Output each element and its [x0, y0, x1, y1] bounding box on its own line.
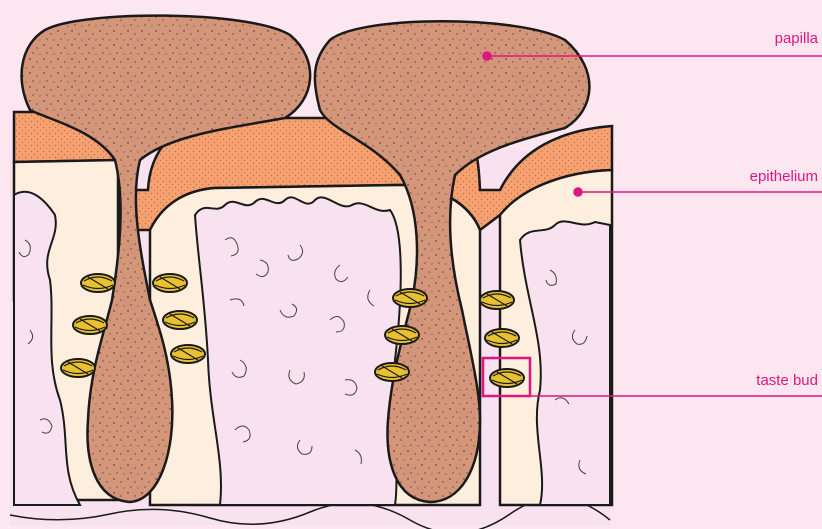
taste-bud [81, 274, 115, 292]
taste-bud [61, 359, 95, 377]
taste-bud [385, 326, 419, 344]
taste-bud [171, 345, 205, 363]
label-taste-bud: taste bud [756, 372, 818, 389]
taste-bud [490, 369, 524, 387]
taste-bud [480, 291, 514, 309]
label-papilla: papilla [775, 30, 818, 47]
taste-bud [375, 363, 409, 381]
taste-bud [393, 289, 427, 307]
tissue-island-center [195, 197, 401, 505]
taste-bud [153, 274, 187, 292]
taste-bud [485, 329, 519, 347]
taste-bud [73, 316, 107, 334]
taste-bud [163, 311, 197, 329]
label-epithelium: epithelium [750, 168, 818, 185]
